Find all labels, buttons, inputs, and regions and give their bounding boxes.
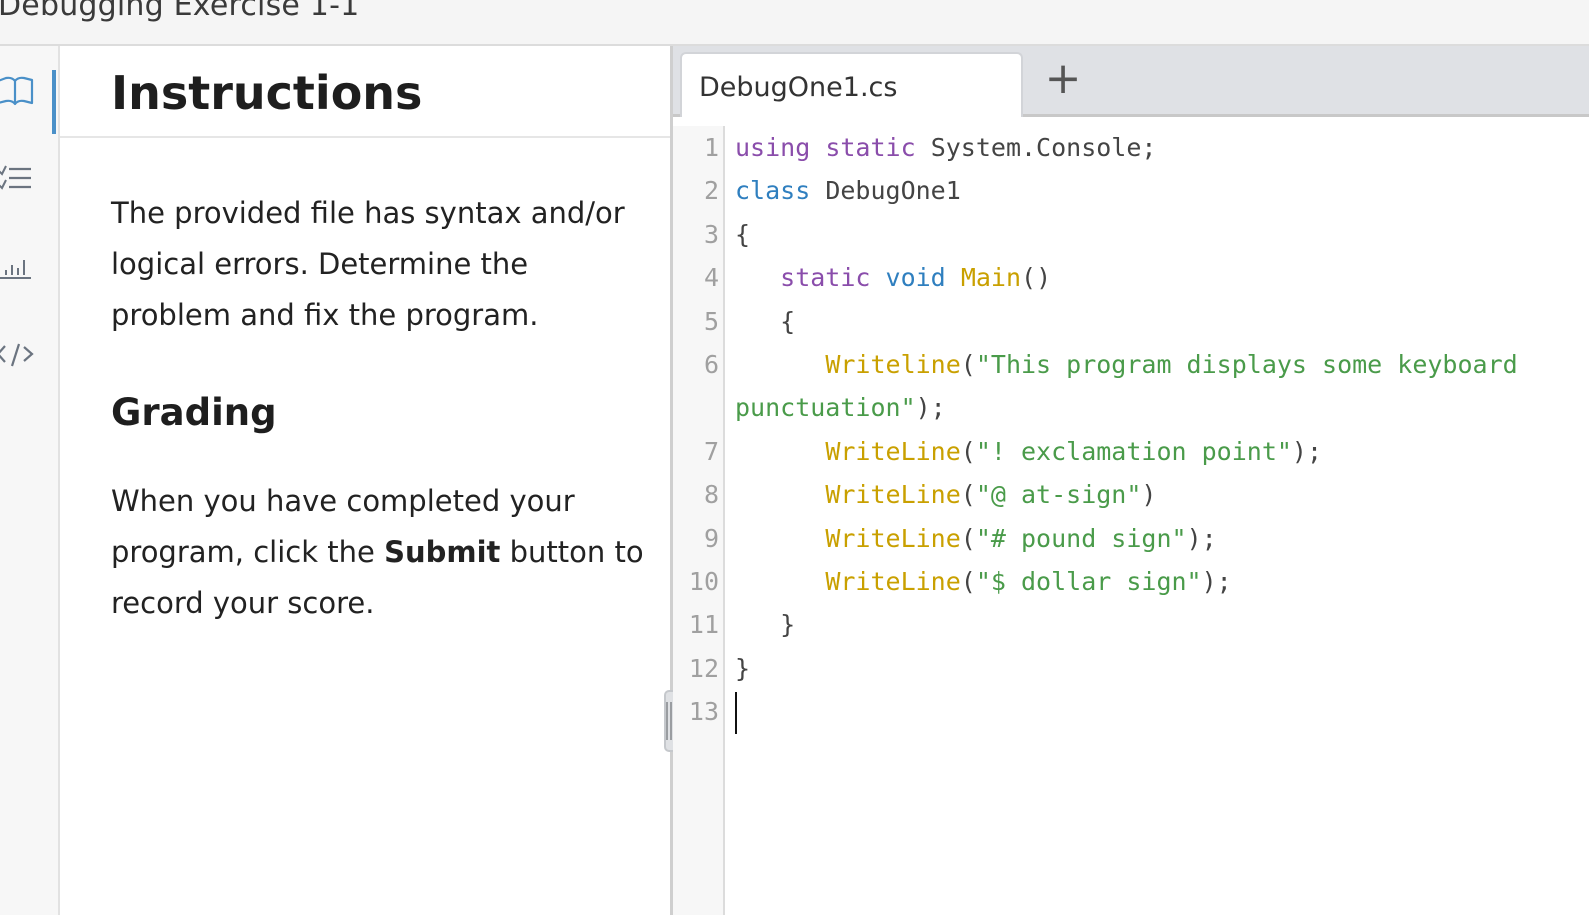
line-number: 5 <box>703 306 719 336</box>
book-icon <box>0 72 36 108</box>
rail-item-code[interactable] <box>0 324 56 384</box>
line-number: 13 <box>688 697 719 727</box>
line-number: 7 <box>703 436 719 466</box>
instructions-title: Instructions <box>111 66 423 120</box>
tab-debugone1-cs[interactable]: DebugOne1.cs <box>680 52 1023 117</box>
code-line[interactable]: 5 { <box>673 300 1589 343</box>
line-number: 9 <box>703 523 719 553</box>
line-number: 4 <box>703 263 719 293</box>
instructions-body: The provided file has syntax and/or logi… <box>111 188 651 629</box>
grading-text-post: button to record your score. <box>111 535 644 620</box>
code-line[interactable]: 10 WriteLine("$ dollar sign"); <box>673 560 1589 603</box>
window-title: Debugging Exercise 1-1 <box>0 0 360 23</box>
tab-label: DebugOne1.cs <box>699 72 898 103</box>
bar-chart-icon <box>0 248 36 284</box>
line-number-gutter <box>673 126 725 915</box>
instructions-header: Instructions <box>60 46 670 138</box>
rail-item-checklist[interactable] <box>0 148 56 208</box>
instructions-panel: Instructions The provided file has synta… <box>60 46 670 915</box>
submit-keyword: Submit <box>384 535 501 569</box>
line-number: 3 <box>703 219 719 249</box>
code-line[interactable]: 9 WriteLine("# pound sign"); <box>673 517 1589 560</box>
code-line[interactable]: 7 WriteLine("! exclamation point"); <box>673 430 1589 473</box>
code-line[interactable]: 13 <box>673 690 1589 735</box>
line-number: 10 <box>688 566 719 596</box>
code-line-wrapped[interactable]: punctuation"); <box>735 393 946 423</box>
line-number: 1 <box>703 133 719 162</box>
line-number: 12 <box>688 653 719 683</box>
code-line[interactable]: 12} <box>673 647 1589 690</box>
line-number: 6 <box>703 349 719 379</box>
panel-divider <box>670 46 673 915</box>
code-icon <box>0 336 36 372</box>
text-cursor <box>735 692 737 735</box>
code-line[interactable]: 8 WriteLine("@ at-sign") <box>673 473 1589 516</box>
code-line[interactable]: 4 static void Main() <box>673 256 1589 299</box>
grading-text: When you have completed your program, cl… <box>111 476 651 629</box>
rail-item-instructions[interactable] <box>0 60 56 134</box>
add-tab-button[interactable]: + <box>1044 53 1082 104</box>
title-bar: Debugging Exercise 1-1 <box>0 0 1589 46</box>
line-number: 8 <box>703 480 719 510</box>
line-number: 2 <box>703 176 719 206</box>
rail-item-results[interactable] <box>0 236 56 296</box>
code-line[interactable]: 11 } <box>673 603 1589 646</box>
grading-text-pre: When you have completed your program, cl… <box>111 484 575 569</box>
side-rail <box>0 46 60 915</box>
code-line[interactable]: 3{ <box>673 213 1589 256</box>
editor-tab-bar: DebugOne1.cs + <box>673 46 1589 117</box>
checklist-icon <box>0 160 36 196</box>
code-line[interactable]: 6 Writeline("This program displays some … <box>673 343 1589 386</box>
instructions-intro: The provided file has syntax and/or logi… <box>111 196 625 332</box>
line-number: 11 <box>688 610 719 640</box>
grading-title: Grading <box>111 391 277 434</box>
